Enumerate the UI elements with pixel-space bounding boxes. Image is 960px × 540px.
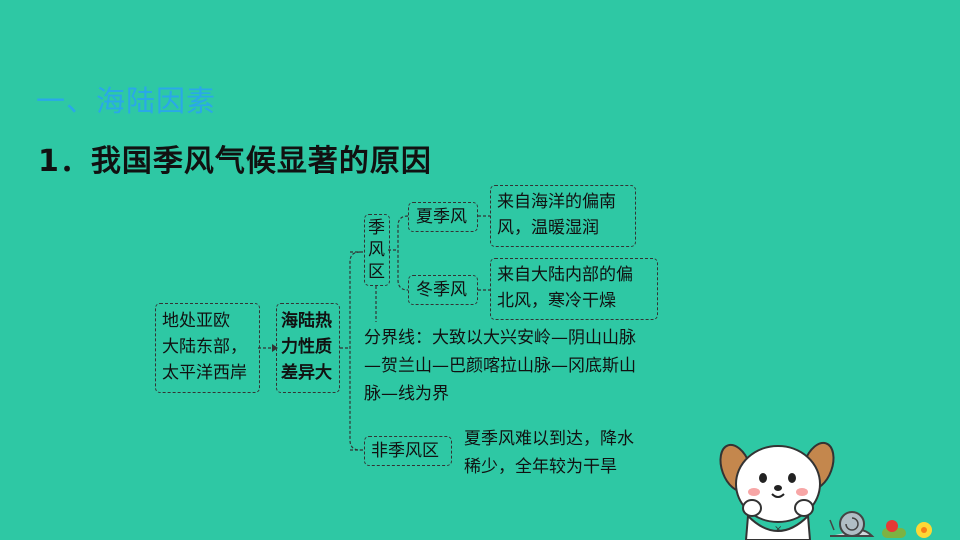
section-title: 一、海陆因素: [36, 84, 217, 118]
summer-desc-line-1: 来自海洋的偏南: [497, 192, 616, 212]
snail-flower-decoration-icon: [829, 511, 932, 538]
summer-desc-box: 来自海洋的偏南 风，温暖湿润: [490, 185, 636, 247]
non-monsoon-desc-line-1: 夏季风难以到达，降水: [464, 429, 634, 449]
winter-desc-line-2: 北风，寒冷干燥: [497, 291, 616, 311]
location-line-1: 地处亚欧: [162, 311, 230, 331]
cause-box: 海陆热 力性质 差异大: [276, 303, 340, 393]
non-monsoon-zone-box: 非季风区: [364, 436, 452, 466]
summer-desc-line-2: 风，温暖湿润: [497, 218, 599, 238]
location-line-3: 太平洋西岸: [162, 363, 247, 383]
monsoon-zone-char-2: 风: [368, 240, 385, 260]
cause-line-2: 力性质: [281, 337, 332, 357]
cause-line-1: 海陆热: [281, 311, 332, 331]
winter-desc-box: 来自大陆内部的偏 北风，寒冷干燥: [490, 258, 658, 320]
monsoon-zone-char-1: 季: [368, 218, 385, 238]
boundary-line-1: 分界线：大致以大兴安岭—阴山山脉: [364, 328, 636, 348]
boundary-text: 分界线：大致以大兴安岭—阴山山脉 —贺兰山—巴颜喀拉山脉—冈底斯山 脉—线为界: [364, 324, 636, 408]
boundary-line-3: 脉—线为界: [364, 384, 449, 404]
location-box: 地处亚欧 大陆东部， 太平洋西岸: [155, 303, 260, 393]
winter-monsoon-box: 冬季风: [408, 275, 478, 305]
non-monsoon-desc: 夏季风难以到达，降水 稀少，全年较为干旱: [464, 425, 634, 481]
summer-monsoon-box: 夏季风: [408, 202, 478, 232]
monsoon-zone-box: 季 风 区: [364, 214, 390, 286]
cartoon-dog-icon: ×: [719, 441, 835, 540]
location-line-2: 大陆东部，: [162, 337, 247, 357]
svg-text:×: ×: [774, 524, 782, 535]
winter-desc-line-1: 来自大陆内部的偏: [497, 265, 633, 285]
subsection-title: 1．我国季风气候显著的原因: [38, 144, 432, 179]
summer-monsoon-label: 夏季风: [416, 207, 467, 227]
winter-monsoon-label: 冬季风: [416, 280, 467, 300]
monsoon-zone-char-3: 区: [368, 262, 385, 282]
boundary-line-2: —贺兰山—巴颜喀拉山脉—冈底斯山: [364, 356, 636, 376]
cause-line-3: 差异大: [281, 363, 332, 383]
non-monsoon-desc-line-2: 稀少，全年较为干旱: [464, 457, 617, 477]
non-monsoon-zone-label: 非季风区: [371, 441, 439, 461]
